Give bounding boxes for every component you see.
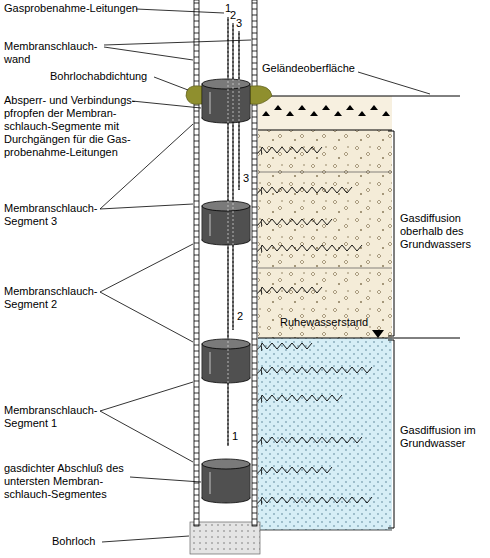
- callout-number: 1: [232, 430, 240, 443]
- ground-line: [258, 96, 460, 97]
- plug: [202, 201, 250, 245]
- plugs: [202, 17, 250, 503]
- tuft: [262, 111, 270, 116]
- gas-line: [232, 23, 233, 330]
- part-label: Membranschlauch- Segment 1: [4, 404, 108, 430]
- gas-line-through: [228, 17, 229, 446]
- callout-number: 3: [243, 172, 251, 185]
- tuft: [298, 105, 306, 110]
- part-label: Bohrlochabdichtung: [50, 70, 160, 83]
- diffusion-arrow: [261, 219, 332, 225]
- tuft: [334, 111, 342, 116]
- water-table-symbol: [372, 330, 384, 338]
- diffusion-arrow: [261, 343, 312, 349]
- diffusion-arrow: [261, 147, 322, 153]
- plug: [202, 459, 250, 503]
- diffusion-arrow: [261, 367, 372, 373]
- tuft: [310, 111, 318, 116]
- plug-fill: [202, 208, 249, 240]
- tuft: [286, 111, 294, 116]
- diffusion-arrow: [261, 187, 352, 193]
- plug-top: [202, 459, 250, 469]
- plug-top: [202, 79, 250, 89]
- region-label: Gasdiffusion oberhalb des Grundwassers: [400, 212, 486, 251]
- diffusion-arrow: [261, 245, 362, 251]
- bracket: [388, 340, 394, 528]
- tuft: [382, 111, 390, 116]
- tuft: [370, 105, 378, 110]
- soil-unsaturated: [258, 96, 392, 338]
- layer-line: [258, 130, 392, 131]
- tuft: [274, 105, 282, 110]
- part-label: gasdichter Abschluß des untersten Membra…: [4, 462, 132, 501]
- bracket: [388, 131, 394, 336]
- plug-fill: [202, 466, 249, 498]
- part-label: Membranschlauch- Segment 2: [4, 285, 108, 311]
- diffusion-arrow: [261, 287, 322, 293]
- diffusion-arrow: [261, 437, 362, 443]
- diffusion-arrow: [261, 467, 332, 473]
- gas-line-through: [239, 31, 240, 190]
- plug-shine: [209, 92, 211, 114]
- plug-top: [202, 201, 250, 211]
- plug: [202, 339, 250, 383]
- tuft: [322, 105, 330, 110]
- plug: [202, 79, 250, 123]
- borehole-bottom: [190, 522, 260, 554]
- groundwater: [258, 338, 392, 530]
- part-label: Membranschlauch- Segment 3: [4, 202, 108, 228]
- plug-fill: [202, 346, 249, 378]
- callout-number: 3: [236, 17, 244, 30]
- topsoil-tufts: [262, 105, 390, 116]
- leader-lines: [100, 9, 430, 542]
- plug-shine: [209, 352, 211, 374]
- part-label: Gasprobenahme-Leitungen: [4, 2, 174, 15]
- layer-line: [258, 172, 392, 173]
- region-label: Gasdiffusion im Grundwasser: [400, 424, 486, 450]
- topsoil: [258, 96, 392, 130]
- layer-line: [258, 530, 392, 531]
- callout-number: 2: [237, 310, 245, 323]
- part-label: Geländeoberfläche: [262, 62, 372, 75]
- plug-shine: [209, 472, 211, 494]
- tuft: [358, 111, 366, 116]
- tuft: [346, 105, 354, 110]
- diffusion-arrow: [261, 395, 342, 401]
- part-label: Absperr- und Verbindungs- pfropfen der M…: [4, 94, 136, 159]
- water-table-line: [258, 338, 460, 339]
- plug-fill: [202, 86, 249, 118]
- layer-line: [258, 268, 392, 269]
- diffusion-arrow: [261, 497, 372, 503]
- part-label: Membranschlauch- wand: [4, 40, 108, 66]
- tube-wall: [194, 0, 199, 526]
- tube-wall: [252, 0, 257, 526]
- plug-top: [202, 339, 250, 349]
- region-label: Ruhewasserstand: [280, 316, 380, 329]
- gas-line-through: [233, 23, 234, 330]
- plug-shine: [209, 214, 211, 236]
- part-label: Bohrloch: [52, 535, 112, 548]
